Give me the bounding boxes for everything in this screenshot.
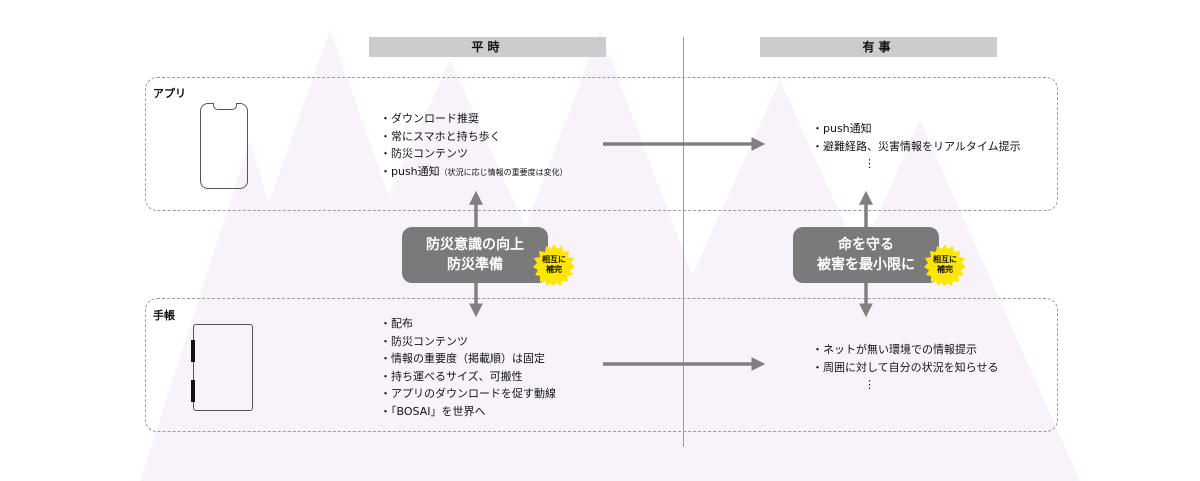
notebook-peacetime-list: ・配布 ・防災コンテンツ ・情報の重要度（掲載順）は固定 ・持ち運べるサイズ、可…: [380, 315, 556, 421]
badge-line: 相互に: [933, 255, 957, 264]
center-line: 防災意識の向上: [426, 237, 524, 253]
app-peacetime-list: ・ダウンロード推奨 ・常にスマホと持ち歩く ・防災コンテンツ ・push通知（状…: [380, 110, 568, 180]
app-emergency-list: ・push通知 ・避難経路、災害情報をリアルタイム提示 ⋮: [812, 120, 1021, 173]
badge-line: 補完: [937, 265, 953, 274]
center-line: 被害を最小限に: [817, 257, 915, 273]
app-panel-label: アプリ: [153, 87, 186, 100]
starburst-icon: [924, 244, 966, 286]
notebook-icon: [191, 324, 253, 411]
center-box-emergency: 命を守る 被害を最小限に: [793, 227, 939, 283]
header-emergency: 有事: [760, 37, 997, 57]
list-item: ・ダウンロード推奨: [380, 112, 479, 125]
badge-line: 補完: [546, 265, 562, 274]
list-item: ・持ち運べるサイズ、可搬性: [380, 369, 523, 383]
list-item: ・配布: [380, 317, 413, 330]
center-box-peacetime: 防災意識の向上 防災準備: [402, 227, 548, 283]
app-panel: [145, 77, 1058, 211]
notebook-clip: [191, 380, 195, 402]
list-item: ・周囲に対して自分の状況を知らせる: [812, 360, 999, 374]
notebook-clip: [191, 340, 195, 362]
list-item: ・情報の重要度（掲載順）は固定: [380, 352, 545, 366]
badge-line: 相互に: [542, 255, 566, 264]
list-item-ellipsis: ⋮: [864, 378, 875, 392]
list-item: ・防災コンテンツ: [380, 334, 468, 348]
push-label: ・push通知: [380, 164, 440, 178]
header-peacetime: 平時: [369, 37, 606, 57]
push-note: （状況に応じ情報の重要度は変化）: [439, 167, 568, 177]
list-item-ellipsis: ⋮: [864, 157, 875, 171]
center-line: 命を守る: [838, 237, 894, 253]
phone-notch: [213, 102, 237, 110]
starburst-icon: [533, 244, 575, 286]
list-item: ・防災コンテンツ: [380, 147, 468, 161]
list-item: ・アプリのダウンロードを促す動線: [380, 387, 556, 401]
notebook-panel-label: 手帳: [153, 309, 175, 322]
center-line: 防災準備: [447, 257, 503, 273]
complement-badge-right: 相互に 補完: [923, 243, 967, 287]
list-item-push: ・push通知（状況に応じ情報の重要度は変化）: [380, 163, 568, 181]
complement-badge-left: 相互に 補完: [532, 243, 576, 287]
smartphone-icon: [200, 102, 248, 189]
list-item: ・避難経路、災害情報をリアルタイム提示: [812, 139, 1021, 153]
notebook-emergency-list: ・ネットが無い環境での情報提示 ・周囲に対して自分の状況を知らせる ⋮: [812, 341, 998, 394]
list-item: ・「BOSAI」を世界へ: [380, 404, 486, 418]
list-item: ・push通知: [812, 122, 872, 135]
notebook-panel: [145, 298, 1058, 432]
list-item: ・常にスマホと持ち歩く: [380, 129, 501, 143]
vertical-divider: [683, 37, 684, 447]
list-item: ・ネットが無い環境での情報提示: [812, 343, 977, 356]
